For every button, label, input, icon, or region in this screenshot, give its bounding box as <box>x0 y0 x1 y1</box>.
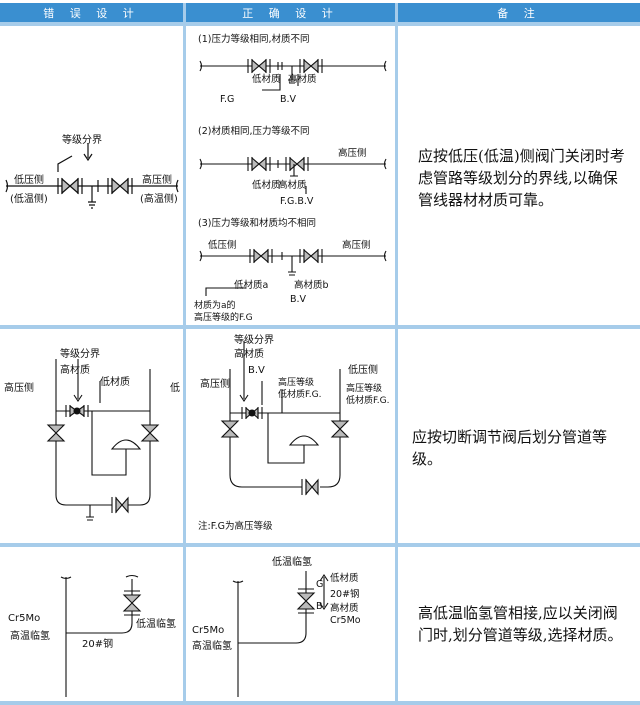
label-low-temp-h2: 低温临氢 <box>272 555 312 568</box>
column-divider <box>395 3 398 702</box>
case3-low-material-a: 低材质a <box>234 279 268 291</box>
label-high-side: 高压侧 <box>4 381 34 394</box>
case2-title: (2)材质相同,压力等级不同 <box>198 125 309 137</box>
label-high-material: 高材质 <box>234 347 264 360</box>
row-divider <box>0 325 640 329</box>
label-high-pressure: 高压侧 <box>142 173 172 186</box>
label-low-temp-h2: 低温临氢 <box>136 617 176 630</box>
row-divider <box>0 701 640 705</box>
case1-bv: B.V <box>280 94 297 105</box>
label-steel20: 20#钢 <box>330 588 360 600</box>
header-wrong-design: 错 误 设 计 <box>0 3 183 22</box>
label-cr5mo: Cr5Mo <box>8 613 40 624</box>
footnote: 注:F.G为高压等级 <box>198 520 273 532</box>
header-remarks: 备 注 <box>398 3 640 22</box>
label-high-grade: 高压等级 <box>278 376 314 388</box>
case1-high-material: 高材质 <box>288 73 317 85</box>
label-low-temp: (低温侧) <box>10 192 48 205</box>
label-steel20: 20#钢 <box>82 637 113 650</box>
label-grade-boundary: 等级分界 <box>62 133 102 146</box>
row-divider <box>0 543 640 547</box>
label-high-material: 高材质 <box>60 363 90 376</box>
row1-remark: 应按低压(低温)侧阀门关闭时考虑管路等级划分的界线,以确保管线器材材质可靠。 <box>418 147 625 209</box>
label-cr5mo-right: Cr5Mo <box>330 615 361 626</box>
row3-wrong-diagram: Cr5Mo 高温临氢 低温临氢 20#钢 <box>0 547 183 701</box>
label-low-material: 低材质 <box>100 375 130 388</box>
header-correct-design: 正 确 设 计 <box>186 3 395 22</box>
label-low-material-fg-right: 低材质F.G. <box>346 394 389 406</box>
case1-fg: F.G <box>220 94 234 105</box>
label-bv: B.V <box>248 365 265 376</box>
case3-title: (3)压力等级和材质均不相同 <box>198 217 316 229</box>
label-high-temp: (高温侧) <box>140 192 178 205</box>
label-high-grade-right: 高压等级 <box>346 382 382 394</box>
label-g: G <box>316 579 323 590</box>
case3-note-line2: 高压等级的F.G <box>194 311 253 323</box>
case2-high-material: 高材质 <box>278 179 307 191</box>
label-low-material: 低材质 <box>330 572 359 584</box>
label-grade-boundary: 等级分界 <box>60 347 100 360</box>
case2-low-material: 低材质 <box>252 179 281 191</box>
row1-wrong-diagram: 等级分界 低压侧 (低温侧) 高压侧 (高温侧) <box>0 26 183 325</box>
label-high-temp-h2: 高温临氢 <box>10 629 50 642</box>
label-low-side: 低压侧 <box>348 363 378 376</box>
row-divider <box>0 22 640 26</box>
case3-high-material-b: 高材质b <box>294 279 329 291</box>
label-b: B <box>316 601 323 612</box>
label-cr5mo-left: Cr5Mo <box>192 625 224 636</box>
case3-low-side: 低压侧 <box>208 239 237 251</box>
row2-correct-diagram: 等级分界 高材质 B.V 高压等级 低材质F.G. 高压侧 低压侧 高压等级 低… <box>186 329 395 543</box>
case2-fgbv: F.G.B.V <box>280 196 314 207</box>
column-divider <box>183 3 186 702</box>
case1-low-material: 低材质 <box>252 73 281 85</box>
row2-remark: 应按切断调节阀后划分管道等级。 <box>412 428 608 468</box>
case3-high-side: 高压侧 <box>342 239 371 251</box>
case2-high-side: 高压侧 <box>338 147 367 159</box>
case3-note-line1: 材质为a的 <box>194 299 236 311</box>
row2-wrong-diagram: 等级分界 高材质 低材质 高压侧 低 <box>0 329 183 543</box>
row3-correct-diagram: 低温临氢 G 低材质 B 20#钢 高材质 Cr5Mo Cr5Mo 高温临氢 <box>186 547 395 701</box>
label-high-side: 高压侧 <box>200 377 230 390</box>
label-low-side-cut: 低 <box>170 381 180 394</box>
label-low-material-fg: 低材质F.G. <box>278 388 321 400</box>
row3-remark: 高低温临氢管相接,应以关闭阀门时,划分管道等级,选择材质。 <box>418 604 623 644</box>
label-high-material: 高材质 <box>330 602 359 614</box>
case1-title: (1)压力等级相同,材质不同 <box>198 33 309 45</box>
label-high-temp-h2: 高温临氢 <box>192 639 232 652</box>
case3-bv: B.V <box>290 294 307 305</box>
label-low-pressure: 低压侧 <box>14 173 44 186</box>
row1-correct-diagram: (1)压力等级相同,材质不同 低材质 高材质 F.G B.V (2)材质相同,压… <box>186 26 395 325</box>
label-grade-boundary: 等级分界 <box>234 333 274 346</box>
